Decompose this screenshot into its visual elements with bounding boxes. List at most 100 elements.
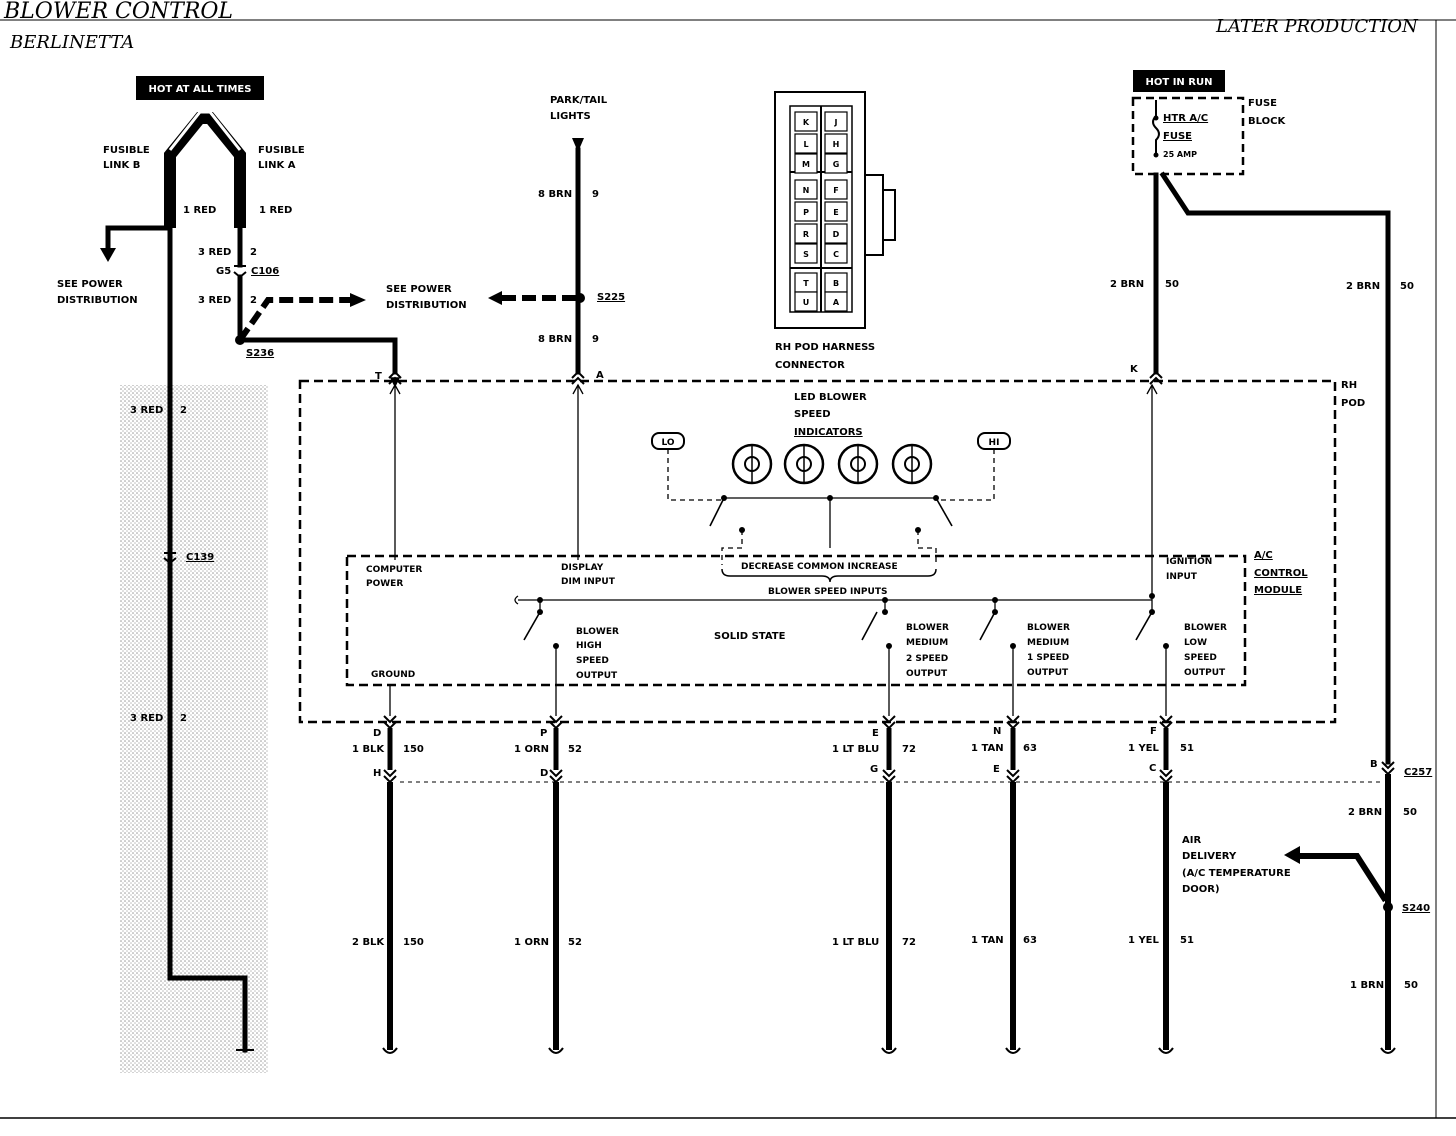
harness-pin-cell	[794, 223, 818, 244]
svg-text:OUTPUT: OUTPUT	[1027, 668, 1069, 678]
splice-s225	[575, 293, 585, 303]
see-power-left-label: SEE POWER DISTRIBUTION	[57, 279, 138, 306]
fuse-terminal	[1153, 152, 1159, 158]
pin-d: D	[373, 728, 381, 739]
svg-text:FUSIBLE: FUSIBLE	[103, 145, 150, 156]
svg-text:DOOR): DOOR)	[1182, 884, 1220, 895]
fusible-link-gap	[168, 110, 242, 151]
harness-pin-cell	[794, 201, 818, 222]
wire-label: 2 BLK	[352, 937, 385, 948]
production-note: LATER PRODUCTION	[1215, 16, 1419, 37]
arrow-right-icon	[350, 293, 366, 307]
pin-g: G	[870, 764, 878, 775]
pin-f: F	[1150, 726, 1157, 737]
lower-wires	[382, 715, 1396, 1054]
harness-pin-cell	[794, 133, 818, 154]
harness-pin-label: G	[833, 160, 840, 169]
ac-control-module-outline	[345, 554, 1247, 687]
svg-text:RH POD HARNESS: RH POD HARNESS	[775, 342, 875, 353]
red-main-wire	[167, 219, 248, 1053]
harness-pin-label: H	[833, 140, 840, 149]
pin-p: P	[540, 728, 547, 739]
harness-pin-cell	[794, 243, 818, 264]
blower-low-label: BLOWER LOW SPEED OUTPUT	[1184, 623, 1227, 678]
lo-dashed-lead	[667, 449, 724, 501]
wire-label: 72	[902, 937, 916, 948]
svg-text:MEDIUM: MEDIUM	[1027, 638, 1069, 648]
svg-text:CONNECTOR: CONNECTOR	[775, 360, 845, 371]
wire-label: 63	[1023, 935, 1037, 946]
see-power-mid-label: SEE POWER DISTRIBUTION	[386, 284, 467, 311]
svg-text:MEDIUM: MEDIUM	[906, 638, 948, 648]
svg-text:OUTPUT: OUTPUT	[576, 671, 618, 681]
pin-t: T	[375, 371, 382, 382]
wire-label: 63	[1023, 743, 1037, 754]
solid-state-label: SOLID STATE	[714, 631, 786, 642]
harness-pin-label: K	[803, 118, 810, 127]
rh-pod-label: RH POD	[1341, 380, 1365, 409]
fusible-link-a-label: FUSIBLE LINK A	[258, 145, 305, 171]
svg-text:DISTRIBUTION: DISTRIBUTION	[57, 295, 138, 306]
air-delivery-label: AIR DELIVERY (A/C TEMPERATURE DOOR)	[1182, 835, 1291, 895]
harness-pin-label: T	[803, 279, 809, 288]
svg-text:LINK A: LINK A	[258, 160, 296, 171]
ac-module-label: A/C CONTROL MODULE	[1254, 550, 1308, 596]
pin-b: B	[1370, 759, 1378, 770]
fuse-terminal	[1153, 115, 1159, 121]
air-delivery-wire	[1297, 853, 1389, 903]
svg-text:HTR A/C: HTR A/C	[1163, 113, 1208, 124]
svg-text:DELIVERY: DELIVERY	[1182, 851, 1237, 862]
wire-label: 2 BRN	[1346, 281, 1380, 292]
wire-label: 150	[403, 744, 424, 755]
svg-text:BLOWER: BLOWER	[576, 627, 619, 637]
harness-pin-label: S	[803, 250, 809, 259]
svg-text:SPEED: SPEED	[794, 409, 831, 420]
fusible-link-wires	[164, 112, 246, 228]
rh-pod-outline	[298, 379, 1337, 724]
svg-text:LINK B: LINK B	[103, 160, 140, 171]
wire-label: 2	[180, 713, 187, 724]
wire-break-icon	[881, 1047, 897, 1054]
wire-break-icon	[1005, 1047, 1021, 1054]
diagram-subtitle: BERLINETTA	[9, 32, 134, 53]
wire-label: 52	[568, 744, 582, 755]
wire-break-icon	[548, 1047, 564, 1054]
pin-k-connector-icon	[1149, 370, 1163, 385]
pin-e: E	[872, 728, 879, 739]
svg-text:SEE POWER: SEE POWER	[57, 279, 123, 290]
harness-pin-label: D	[833, 230, 840, 239]
wire-label: 1 ORN	[514, 744, 549, 755]
wire-label: 1 YEL	[1128, 743, 1160, 754]
dashed-power-wire	[237, 297, 350, 342]
wire-break-icon	[382, 1047, 398, 1054]
harness-pin-label: P	[803, 208, 809, 217]
harness-pin-cell	[824, 291, 848, 312]
wire-break-icon	[1380, 1047, 1396, 1054]
fuse-icon	[1152, 100, 1160, 155]
svg-text:INPUT: INPUT	[1166, 572, 1198, 582]
increase-lead	[917, 530, 937, 565]
wire-label: 72	[902, 744, 916, 755]
led-indicator-lo: LO	[651, 432, 685, 450]
pin-connector-icon	[882, 769, 896, 784]
arrow-up-icon	[572, 383, 584, 395]
bus-node	[1149, 593, 1155, 599]
wire-label: 8 BRN	[538, 189, 572, 200]
decrease-common-increase-label: DECREASE COMMON INCREASE	[741, 562, 898, 572]
svg-text:POD: POD	[1341, 398, 1365, 409]
diagram-title: BLOWER CONTROL	[3, 0, 233, 24]
svg-text:1 SPEED: 1 SPEED	[1027, 653, 1069, 663]
ignition-input-label: IGNITION INPUT	[1166, 557, 1212, 582]
pin-connector-icon	[1159, 769, 1173, 784]
wire-label: 1 ORN	[514, 937, 549, 948]
computer-power-label: COMPUTER POWER	[366, 565, 422, 589]
connector-g5: G5	[216, 266, 231, 277]
switch-medium-1	[979, 600, 1016, 716]
led-bulbs	[731, 443, 933, 485]
shaded-region	[120, 385, 268, 1073]
harness-pin-label: A	[833, 298, 840, 307]
svg-text:LO: LO	[661, 438, 674, 448]
harness-pin-cell	[824, 111, 848, 132]
svg-text:SEE POWER: SEE POWER	[386, 284, 452, 295]
svg-text:BLOWER: BLOWER	[906, 623, 949, 633]
